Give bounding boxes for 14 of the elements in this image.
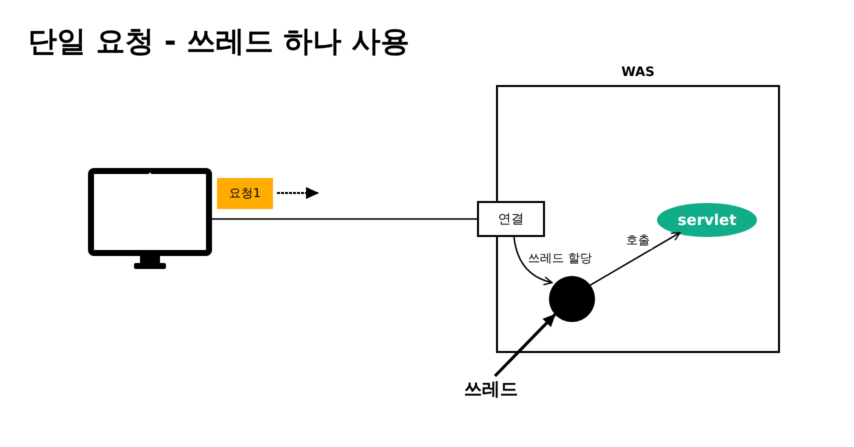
request-tag: 요청1: [217, 178, 273, 209]
edge-label: 호출: [624, 232, 652, 249]
box-heading: WAS: [621, 65, 655, 80]
thick-arrow: [494, 313, 556, 378]
thread-circle: [549, 276, 595, 322]
arrow: [513, 236, 553, 286]
edge-label: 쓰레드 할당: [526, 250, 594, 267]
monitor-icon: [88, 168, 212, 272]
connector-line: [212, 218, 477, 220]
thread-label: 쓰레드: [458, 376, 524, 402]
arrow: [589, 232, 681, 286]
connection-box: 연결: [477, 201, 545, 237]
title: 단일 요청 - 쓰레드 하나 사용: [28, 23, 410, 60]
servlet-ellipse: servlet: [657, 203, 757, 237]
